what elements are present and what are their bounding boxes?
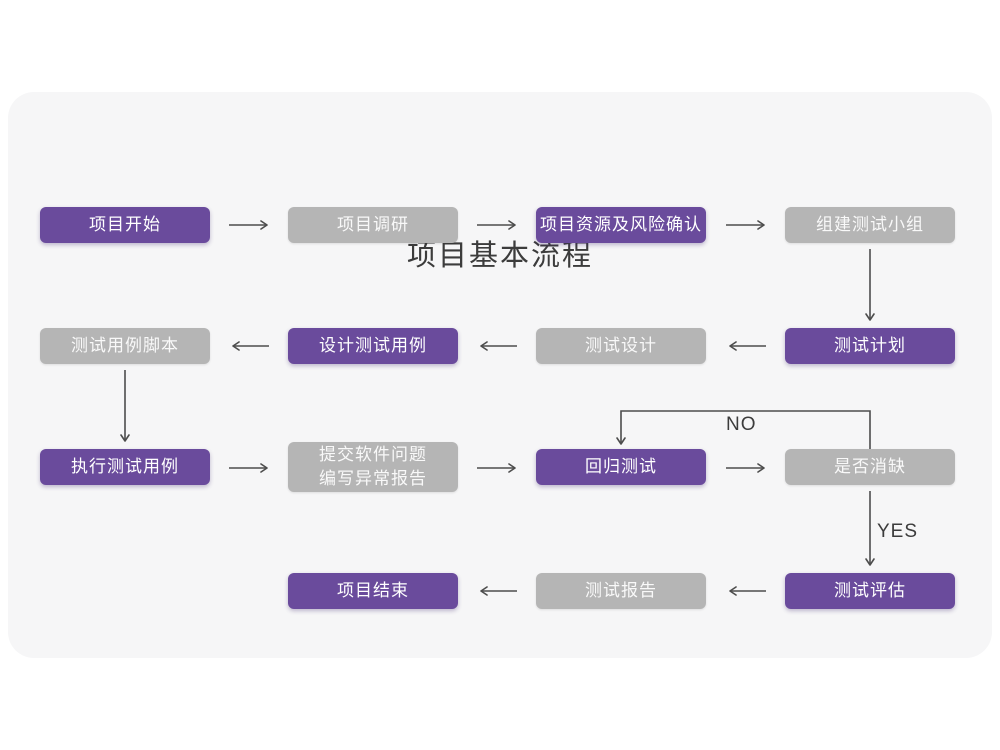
node-label: 测试计划 — [834, 336, 906, 355]
node-label: 测试报告 — [585, 581, 657, 600]
node-build-test-team: 组建测试小组 — [785, 207, 955, 243]
node-label: 是否消缺 — [834, 457, 906, 476]
node-test-evaluation: 测试评估 — [785, 573, 955, 609]
node-label: 测试评估 — [834, 581, 906, 600]
node-regression-test: 回归测试 — [536, 449, 706, 485]
node-label: 项目结束 — [337, 581, 409, 600]
edge-label-yes: YES — [877, 521, 919, 542]
node-label: 项目资源及风险确认 — [540, 215, 702, 234]
node-project-research: 项目调研 — [288, 207, 458, 243]
node-resources-risk: 项目资源及风险确认 — [536, 207, 706, 243]
node-label: 回归测试 — [585, 457, 657, 476]
diagram-title: 项目基本流程 — [406, 240, 593, 272]
node-label: 提交软件问题 编写异常报告 — [319, 445, 427, 488]
node-label: 项目开始 — [89, 215, 161, 234]
node-project-end: 项目结束 — [288, 573, 458, 609]
node-project-start: 项目开始 — [40, 207, 210, 243]
node-submit-issue-report: 提交软件问题 编写异常报告 — [288, 442, 458, 492]
node-test-plan: 测试计划 — [785, 328, 955, 364]
node-label: 组建测试小组 — [816, 215, 924, 234]
node-defect-cleared: 是否消缺 — [785, 449, 955, 485]
node-label: 项目调研 — [337, 215, 409, 234]
node-execute-test-cases: 执行测试用例 — [40, 449, 210, 485]
node-test-design: 测试设计 — [536, 328, 706, 364]
node-test-report: 测试报告 — [536, 573, 706, 609]
node-design-test-cases: 设计测试用例 — [288, 328, 458, 364]
flowchart-card: 项目基本流程 — [8, 92, 992, 658]
edge-label-no: NO — [726, 414, 757, 435]
node-label: 测试设计 — [585, 336, 657, 355]
node-label: 执行测试用例 — [71, 457, 179, 476]
node-label: 测试用例脚本 — [71, 336, 179, 355]
node-label: 设计测试用例 — [319, 336, 427, 355]
node-test-case-scripts: 测试用例脚本 — [40, 328, 210, 364]
